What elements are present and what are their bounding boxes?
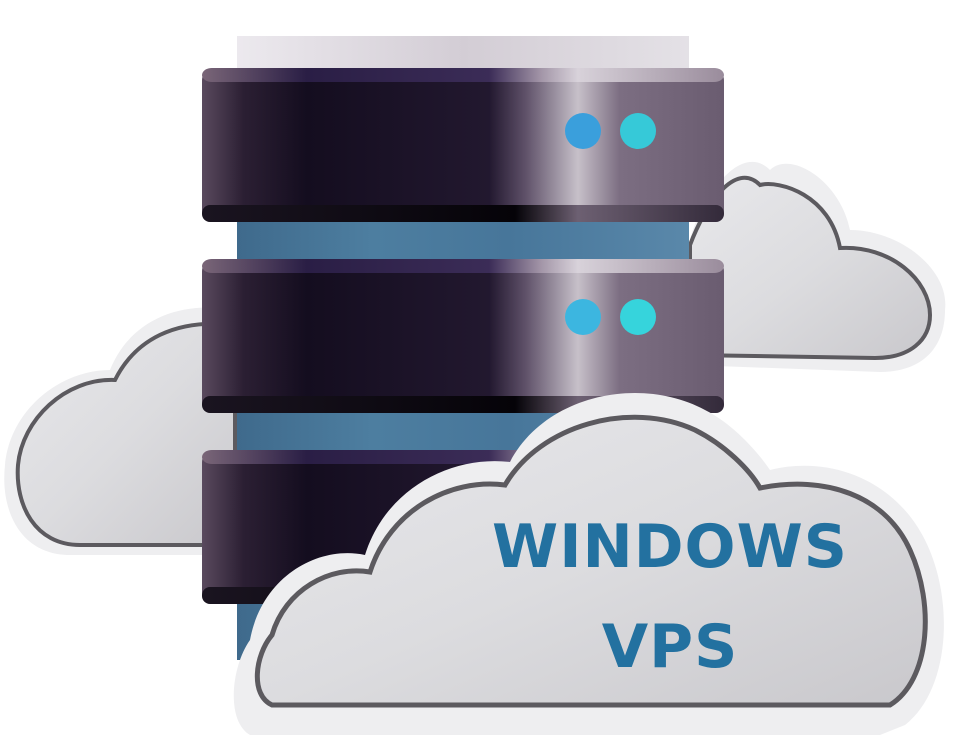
server-unit-2: [202, 259, 724, 413]
led-icon: [620, 113, 656, 149]
label-vps: VPS: [601, 612, 739, 682]
led-icon: [565, 299, 601, 335]
cloud-back-left: [4, 307, 237, 555]
server-unit-1: [202, 68, 724, 222]
cloud-back-right: [688, 161, 946, 372]
led-icon: [620, 299, 656, 335]
cloud-front: [233, 393, 944, 735]
led-icon: [565, 113, 601, 149]
label-windows: WINDOWS: [492, 512, 848, 582]
